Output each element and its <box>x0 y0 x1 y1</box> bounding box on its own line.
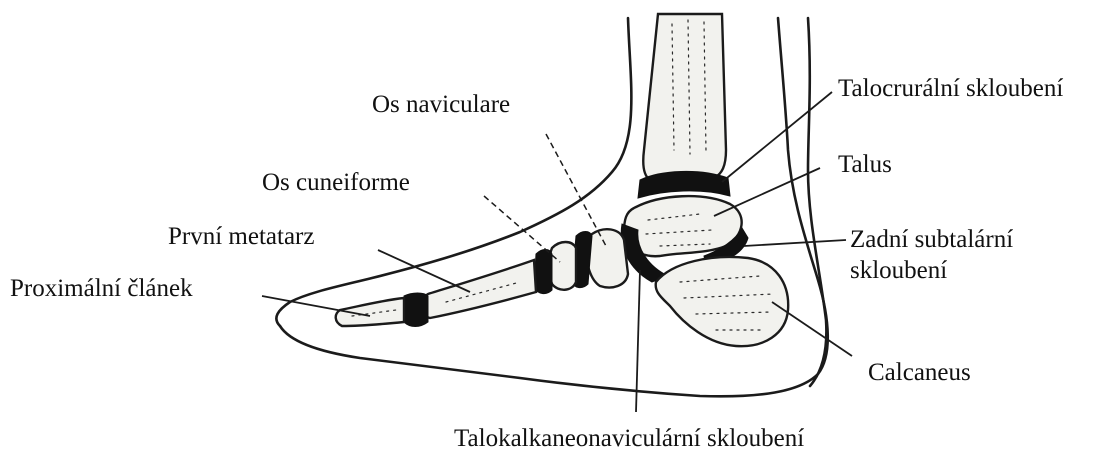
talocrural-joint-space <box>638 171 730 198</box>
first-metatarsal-bone <box>421 260 536 318</box>
calcaneus-bone <box>656 257 788 346</box>
leader-navicular <box>546 134 606 246</box>
achilles-outline <box>808 18 826 386</box>
label-talus: Talus <box>838 152 892 177</box>
leader-cuneiform <box>484 196 560 262</box>
label-talocrural-joint: Talocrurální skloubení <box>838 76 1063 101</box>
cuneiform-bone <box>549 242 576 290</box>
label-os-naviculare: Os naviculare <box>372 92 510 117</box>
label-posterior-subtalar-joint: Zadní subtalární skloubení <box>850 224 1013 286</box>
label-posterior-subtalar-line2: skloubení <box>850 255 1013 286</box>
label-os-cuneiforme: Os cuneiforme <box>262 170 410 195</box>
metatarsophalangeal-joint-space <box>404 293 428 327</box>
label-calcaneus: Calcaneus <box>868 360 971 385</box>
label-posterior-subtalar-line1: Zadní subtalární <box>850 224 1013 255</box>
leader-first-metatarsal <box>378 250 470 292</box>
leader-calcaneus <box>772 302 852 356</box>
label-proximal-phalanx: Proximální článek <box>10 276 193 301</box>
leader-talocrural <box>722 92 832 182</box>
label-first-metatarsal: První metatarz <box>168 224 314 249</box>
tibia-bone <box>643 14 726 180</box>
leader-subtalar <box>744 240 846 246</box>
label-talocalcaneonavicular-joint: Talokalkaneonaviculární skloubení <box>454 426 804 451</box>
